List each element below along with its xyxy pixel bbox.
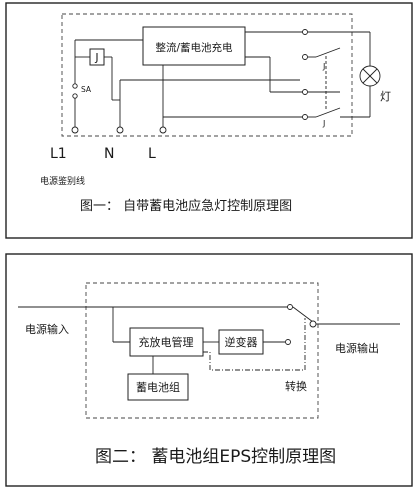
figure2-terminal-dots [285, 304, 317, 345]
terminal-l1-label: L1 [50, 146, 67, 162]
lamp-icon [359, 65, 381, 87]
figure2-enclosure [85, 282, 319, 419]
relay-label: J [94, 51, 98, 64]
input-label: 电源输入 [25, 322, 69, 336]
terminal-dots [71, 29, 308, 134]
contact-label-upper: J [322, 62, 325, 71]
battery-label: 蓄电池组 [136, 380, 180, 394]
figure2-wiring [18, 306, 400, 374]
terminal-n-label: N [104, 146, 114, 162]
terminal-l-label: L [148, 146, 156, 162]
inverter-box [218, 329, 264, 355]
transfer-label: 转换 [285, 379, 307, 393]
charge-mgmt-label: 充放电管理 [139, 335, 194, 349]
lamp-label: 灯 [380, 90, 391, 103]
figure1-frame [5, 2, 413, 239]
inverter-label: 逆变器 [225, 335, 258, 349]
charge-mgmt-box [129, 327, 204, 357]
figure1-caption: 图一： 自带蓄电池应急灯控制原理图 [80, 198, 292, 214]
charger-label: 整流/蓄电池充电 [155, 41, 233, 54]
figure2-caption: 图二： 蓄电池组EPS控制原理图 [95, 447, 336, 467]
charger-box [142, 26, 246, 66]
switch-sa-label: SA [81, 85, 92, 94]
contact-label-lower: J [322, 119, 325, 128]
output-label: 电源输出 [335, 341, 379, 355]
identify-line-label: 电源鉴别线 [40, 175, 85, 187]
figure1-enclosure [61, 13, 353, 137]
battery-box [127, 373, 189, 401]
figure2-frame [5, 253, 413, 487]
figure1-wiring [74, 31, 371, 128]
